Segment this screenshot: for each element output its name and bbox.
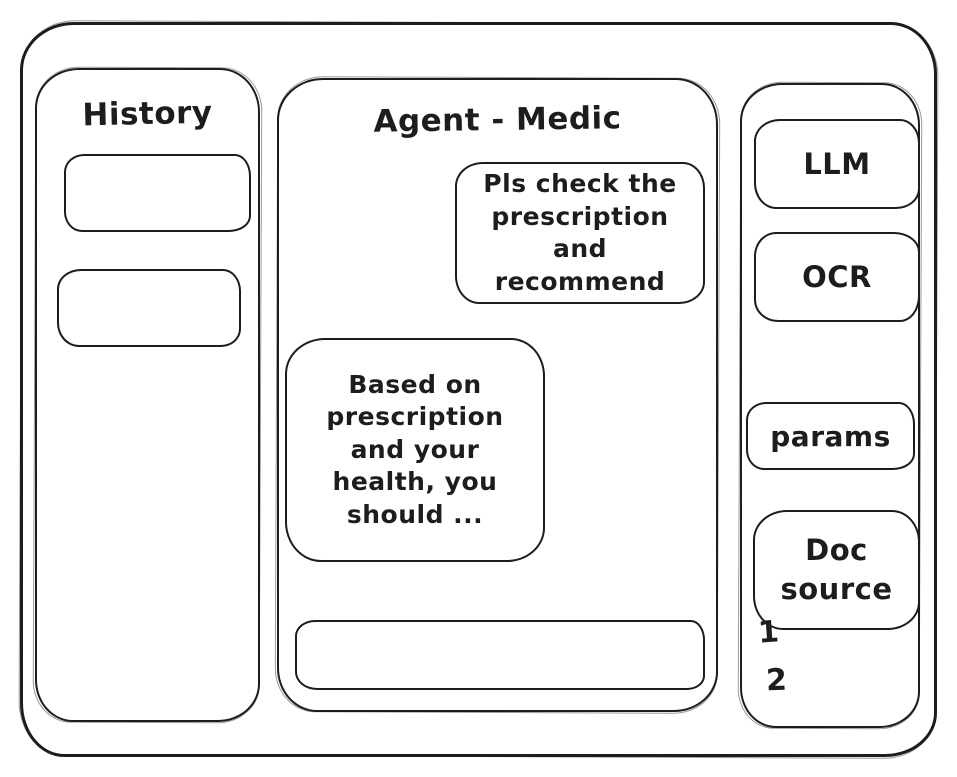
- chat-bubble-assistant: Based on prescription and your health, y…: [285, 338, 545, 562]
- chat-input[interactable]: [295, 620, 705, 690]
- doc-source-item-2-label: 2: [765, 662, 788, 699]
- doc-source-item-2[interactable]: 2: [765, 663, 787, 699]
- history-panel-title: History: [82, 94, 213, 134]
- params-button[interactable]: params: [746, 402, 915, 470]
- doc-source-item-1-label: 1: [756, 614, 781, 651]
- history-item[interactable]: [64, 154, 251, 232]
- chat-panel-title: Agent - Medic: [373, 100, 622, 140]
- chat-bubble-user-text: Pls check the prescription and recommend: [483, 169, 677, 296]
- doc-source-item-1[interactable]: 1: [757, 614, 780, 650]
- tools-panel: LLM OCR params Doc source 1 2: [740, 83, 920, 728]
- ocr-button-label: OCR: [802, 260, 872, 294]
- doc-source-button-label: Doc source: [780, 532, 893, 606]
- llm-button[interactable]: LLM: [754, 119, 920, 209]
- history-item[interactable]: [57, 269, 241, 347]
- params-button-label: params: [770, 419, 891, 453]
- history-panel: History: [35, 68, 260, 722]
- llm-button-label: LLM: [803, 147, 871, 181]
- chat-bubble-user: Pls check the prescription and recommend: [455, 162, 705, 304]
- chat-bubble-assistant-text: Based on prescription and your health, y…: [326, 369, 504, 529]
- ocr-button[interactable]: OCR: [754, 232, 920, 322]
- chat-panel: Agent - Medic Pls check the prescription…: [277, 78, 718, 712]
- doc-source-button[interactable]: Doc source: [753, 510, 920, 630]
